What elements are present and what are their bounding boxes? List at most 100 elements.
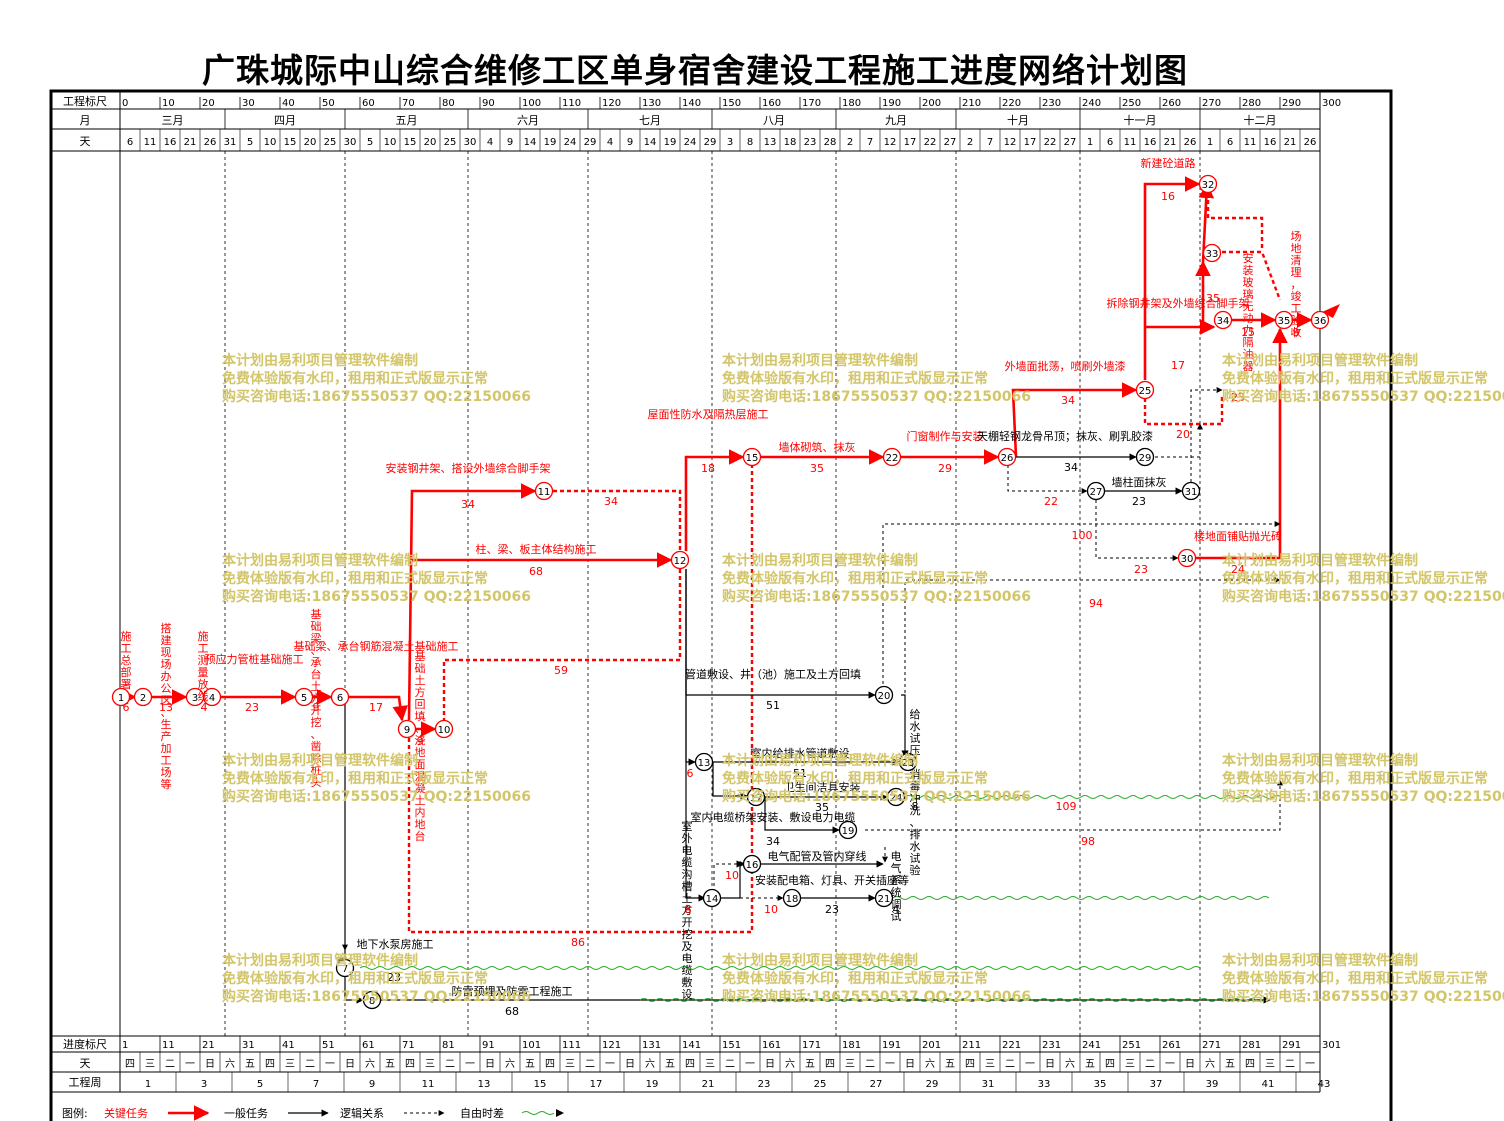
week-number-cell: 11 <box>422 1079 435 1090</box>
watermark-line: 购买咨询电话:18675550537 QQ:22150066 <box>722 789 1031 805</box>
activity-duration: 29 <box>938 462 952 475</box>
day-cell: 16 <box>1264 137 1277 148</box>
progress-tick: 91 <box>482 1040 495 1051</box>
watermark-line: 本计划由易利项目管理软件编制 <box>1222 753 1418 769</box>
float-number: 59 <box>554 664 568 677</box>
watermark-line: 本计划由易利项目管理软件编制 <box>222 353 418 369</box>
day-cell: 19 <box>544 137 557 148</box>
watermark-line: 免费体验版有水印，租用和正式版显示正常 <box>722 371 988 387</box>
legend: 图例: 关键任务 一般任务 逻辑关系 自由时差 <box>62 1105 564 1121</box>
scale-tick: 80 <box>442 98 455 109</box>
weekday-cell: 日 <box>1185 1059 1195 1070</box>
watermark-line: 本计划由易利项目管理软件编制 <box>222 553 418 569</box>
activity-duration: 8 <box>912 800 919 813</box>
week-number-cell: 35 <box>1094 1079 1107 1090</box>
progress-tick: 201 <box>922 1040 941 1051</box>
event-node <box>1202 243 1222 263</box>
legend-float: 自由时差 <box>460 1106 504 1120</box>
watermark-line: 本计划由易利项目管理软件编制 <box>1222 353 1418 369</box>
event-node-number: 18 <box>786 894 799 905</box>
watermark-line: 免费体验版有水印，租用和正式版显示正常 <box>222 371 488 387</box>
week-number-cell: 19 <box>646 1079 659 1090</box>
event-node-number: 14 <box>706 894 719 905</box>
watermark-line: 免费体验版有水印，租用和正式版显示正常 <box>1222 571 1488 587</box>
scale-tick: 230 <box>1042 98 1061 109</box>
event-node-number: 4 <box>209 693 215 704</box>
watermark: 本计划由易利项目管理软件编制免费体验版有水印，租用和正式版显示正常购买咨询电话:… <box>222 952 531 1006</box>
weekday-cell: 四 <box>1105 1059 1115 1070</box>
weekday-cell: 一 <box>605 1059 615 1070</box>
day-cell: 6 <box>1107 137 1113 148</box>
watermark-line: 购买咨询电话:18675550537 QQ:22150066 <box>222 989 531 1005</box>
progress-tick: 51 <box>322 1040 335 1051</box>
watermark: 本计划由易利项目管理软件编制免费体验版有水印，租用和正式版显示正常购买咨询电话:… <box>222 752 531 806</box>
activity-name: 墙柱面抹灰 <box>1112 475 1167 489</box>
scale-tick: 220 <box>1002 98 1021 109</box>
day-cell: 20 <box>424 137 437 148</box>
weekday-cell: 三 <box>1125 1059 1135 1070</box>
float-number: 8 <box>685 903 692 916</box>
event-node <box>534 481 554 501</box>
event-node <box>746 787 766 807</box>
watermark: 本计划由易利项目管理软件编制免费体验版有水印，租用和正式版显示正常购买咨询电话:… <box>222 352 531 406</box>
event-node <box>434 719 454 739</box>
float-number: 10 <box>764 903 778 916</box>
activity-duration: 16 <box>1161 190 1175 203</box>
watermark: 本计划由易利项目管理软件编制免费体验版有水印，租用和正式版显示正常购买咨询电话:… <box>722 352 1031 406</box>
scale-tick: 90 <box>482 98 495 109</box>
activity-duration: 23 <box>1132 495 1146 508</box>
weekday-cell: 六 <box>365 1058 375 1070</box>
day-cell: 21 <box>1284 137 1297 148</box>
day-cell: 30 <box>464 137 477 148</box>
watermark: 本计划由易利项目管理软件编制免费体验版有水印，租用和正式版显示正常购买咨询电话:… <box>1222 552 1504 606</box>
scale-tick: 280 <box>1242 98 1261 109</box>
watermark-line: 本计划由易利项目管理软件编制 <box>722 353 918 369</box>
activity-name: 基础梁、承台土方开挖、凿除桩头 <box>311 608 322 789</box>
event-node <box>742 854 762 874</box>
float-number: 86 <box>571 936 585 949</box>
week-number-cell: 7 <box>313 1079 319 1090</box>
event-node <box>330 687 350 707</box>
day-cell: 23 <box>804 137 817 148</box>
event-node-number: 30 <box>1181 554 1194 565</box>
watermark-line: 购买咨询电话:18675550537 QQ:22150066 <box>1222 989 1504 1005</box>
event-node <box>838 820 858 840</box>
day-cell: 11 <box>1124 137 1137 148</box>
event-node-number: 23 <box>902 758 915 769</box>
activity-duration: 34 <box>1064 461 1078 474</box>
event-node-number: 24 <box>890 793 903 804</box>
progress-tick: 41 <box>282 1040 295 1051</box>
progress-tick: 31 <box>242 1040 255 1051</box>
day-cell: 16 <box>164 137 177 148</box>
progress-tick: 141 <box>682 1040 701 1051</box>
weekday-cell: 日 <box>205 1059 215 1070</box>
activity-name: 给水试压、消毒冲洗、排水试验 <box>910 708 921 877</box>
float-number: 35 <box>1206 292 1220 305</box>
day-cell: 9 <box>627 137 633 148</box>
weekday-cell: 一 <box>1305 1059 1315 1070</box>
day-cell: 17 <box>1024 137 1037 148</box>
watermark-line: 免费体验版有水印，租用和正式版显示正常 <box>222 771 488 787</box>
scale-tick: 120 <box>602 98 621 109</box>
weekday-cell: 日 <box>1045 1059 1055 1070</box>
event-node-number: 10 <box>438 725 451 736</box>
day-cell: 18 <box>784 137 797 148</box>
watermark-line: 免费体验版有水印，租用和正式版显示正常 <box>222 571 488 587</box>
month-cell: 六月 <box>517 114 539 127</box>
weekday-cell: 一 <box>885 1059 895 1070</box>
week-number-cell: 29 <box>926 1079 939 1090</box>
watermark: 本计划由易利项目管理软件编制免费体验版有水印，租用和正式版显示正常购买咨询电话:… <box>722 552 1031 606</box>
day-cell: 17 <box>904 137 917 148</box>
activity-duration: 9 <box>313 701 320 714</box>
event-node-number: 33 <box>1206 249 1219 260</box>
day-cell: 5 <box>247 137 253 148</box>
legend-normal: 一般任务 <box>224 1107 268 1120</box>
watermark: 本计划由易利项目管理软件编制免费体验版有水印，租用和正式版显示正常购买咨询电话:… <box>722 752 1031 806</box>
day-cell: 6 <box>127 137 133 148</box>
weekday-cell: 二 <box>305 1059 315 1070</box>
activity-duration: 34 <box>461 498 475 511</box>
day-cell: 13 <box>764 137 777 148</box>
day-cell: 15 <box>404 137 417 148</box>
event-node <box>1274 310 1294 330</box>
weekday-cell: 四 <box>405 1059 415 1070</box>
